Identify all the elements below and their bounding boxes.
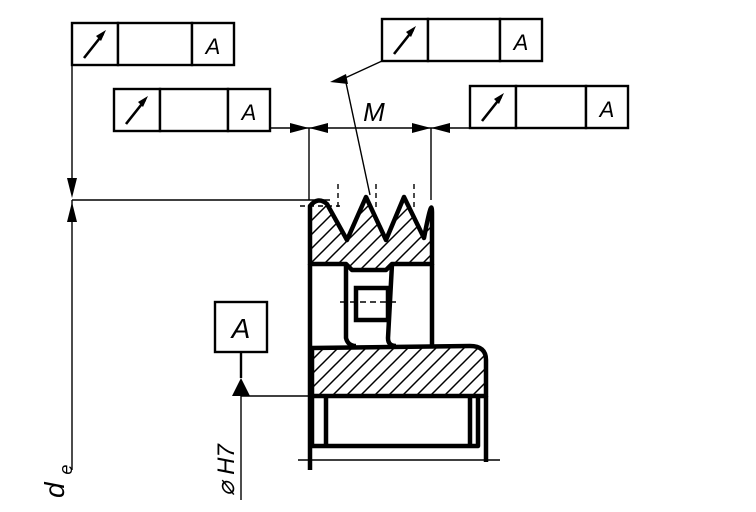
outer-diameter-main: d (39, 481, 70, 498)
rim-section (307, 194, 435, 273)
circular-runout-arrow-icon (480, 93, 504, 122)
fcf-datum-letter: A (240, 100, 257, 125)
fcf-datum-letter: A (598, 97, 615, 122)
fcf-datum-letter: A (512, 30, 529, 55)
fcf-top-right: A (380, 17, 544, 63)
bore-diameter-label: ⌀ H7 (213, 443, 240, 496)
leader-top-right (330, 60, 383, 196)
fcf-mid-right: A (468, 84, 630, 130)
pulley-section (298, 184, 500, 470)
outer-diameter-sub: e (56, 465, 76, 475)
circular-runout-arrow-icon (392, 26, 416, 55)
dimension-m: M (270, 97, 470, 200)
circular-runout-arrow-icon (82, 30, 106, 59)
datum-feature-a: A (213, 300, 312, 500)
circular-runout-arrow-icon (124, 96, 148, 125)
fcf-top-left: A (70, 21, 236, 67)
central-bore-cut (353, 285, 391, 323)
fcf-datum-letter: A (204, 34, 221, 59)
outer-diameter-label: d e (39, 465, 76, 498)
datum-triangle-icon (232, 378, 250, 396)
fcf-mid-left: A (112, 87, 272, 133)
leader-top-left (67, 44, 77, 470)
bore-outline (309, 396, 489, 462)
hub-section (309, 343, 489, 399)
dimension-m-label: M (363, 97, 385, 127)
datum-box-letter: A (230, 313, 251, 344)
